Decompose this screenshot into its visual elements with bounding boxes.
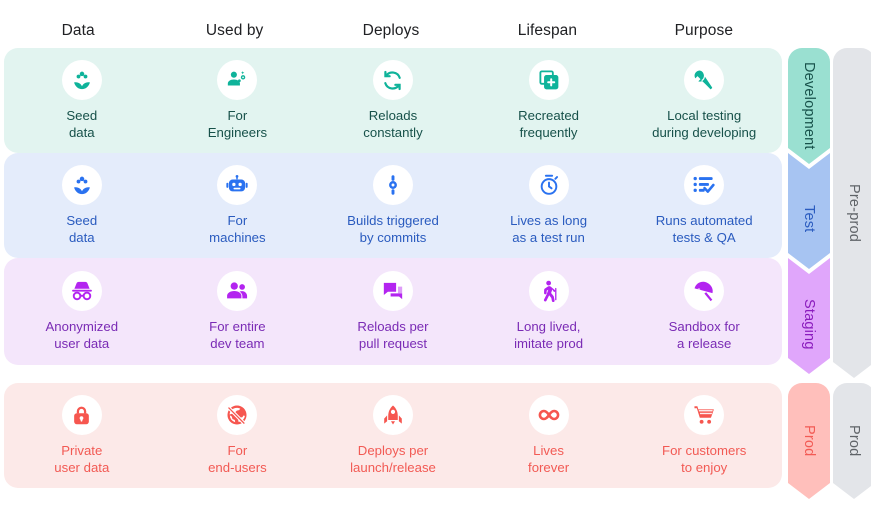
cell-prod-purpose[interactable]: For customers to enjoy [626, 395, 782, 476]
cell-label: For Engineers [207, 108, 268, 140]
cell-test-lifespan[interactable]: Lives as long as a test run [471, 165, 627, 246]
flower-seed-icon [61, 165, 102, 205]
stage-lane-shape [788, 383, 830, 499]
stage-lane-prod[interactable]: Prod [788, 383, 830, 499]
group-lane-shape [833, 48, 871, 378]
infinity-icon [528, 395, 569, 435]
cell-staging-lifespan[interactable]: Long lived, imitate prod [471, 271, 627, 352]
cell-label: Anonymized user data [45, 319, 119, 351]
stage-row-staging: Anonymized user data For entire dev team R… [4, 258, 782, 365]
cell-test-deploys[interactable]: Builds triggered by commits [315, 165, 471, 246]
stage-lane-label: Test [801, 205, 817, 233]
chat-bubbles-icon [372, 271, 413, 311]
incognito-icon [61, 271, 102, 311]
cell-label: Lives as long as a test run [510, 213, 588, 245]
cell-label: For end-users [208, 443, 267, 475]
cell-label: Deploys per launch/release [350, 443, 436, 475]
checklist-check-icon [684, 165, 725, 205]
group-lane-label: Pre-prod [846, 183, 862, 242]
lock-icon [61, 395, 102, 435]
cell-label: Reloads constantly [363, 108, 423, 140]
cell-prod-lifespan[interactable]: Lives forever [471, 395, 627, 476]
rocket-icon [372, 395, 413, 435]
people-group-icon [217, 271, 258, 311]
cell-test-purpose[interactable]: Runs automated tests & QA [626, 165, 782, 246]
cell-prod-used_by[interactable]: For end-users [160, 395, 316, 476]
cell-label: Lives forever [528, 443, 570, 475]
group-lane-prod-group[interactable]: Prod [833, 383, 871, 499]
cell-development-lifespan[interactable]: Recreated frequently [471, 60, 627, 141]
beach-umbrella-icon [684, 271, 725, 311]
cell-label: For customers to enjoy [662, 443, 747, 475]
cell-label: For entire dev team [209, 319, 266, 351]
commit-node-icon [372, 165, 413, 205]
stage-row-development: Seed data For Engineers Reloads constantly… [4, 48, 782, 153]
stage-row-prod: Private user data For end-users Deploys pe… [4, 383, 782, 488]
stage-lane-test[interactable]: Test [788, 153, 830, 269]
cell-staging-used_by[interactable]: For entire dev team [160, 271, 316, 352]
engineer-gear-icon [217, 60, 258, 100]
stage-row-test: Seed data For machines Builds triggered by… [4, 153, 782, 258]
cell-label: For machines [209, 213, 266, 245]
cell-label: Long lived, imitate prod [514, 319, 584, 351]
cell-development-data[interactable]: Seed data [4, 60, 160, 141]
column-header-row: Data Used by Deploys Lifespan Purpose [0, 14, 782, 48]
refresh-loop-icon [372, 60, 413, 100]
flower-seed-icon [61, 60, 102, 100]
stage-lane-development[interactable]: Development [788, 48, 830, 164]
cell-test-data[interactable]: Seed data [4, 165, 160, 246]
wrench-icon [684, 60, 725, 100]
cell-test-used_by[interactable]: For machines [160, 165, 316, 246]
cell-development-purpose[interactable]: Local testing during developing [626, 60, 782, 141]
stage-lane-label: Development [801, 62, 817, 150]
stopwatch-icon [528, 165, 569, 205]
column-header-purpose: Purpose [674, 22, 734, 39]
cell-label: Seed data [66, 108, 98, 140]
cell-label: Private user data [54, 443, 110, 475]
group-lane-shape [833, 383, 871, 499]
cell-staging-data[interactable]: Anonymized user data [4, 271, 160, 352]
column-header-lifespan: Lifespan [517, 22, 578, 39]
column-header-data: Data [61, 22, 95, 39]
globe-slash-icon [217, 395, 258, 435]
stage-lane-shape [788, 153, 830, 269]
robot-icon [217, 165, 258, 205]
cell-label: Sandbox for a release [668, 319, 740, 351]
cell-label: Runs automated tests & QA [655, 213, 753, 245]
group-lane-pre-prod[interactable]: Pre-prod [833, 48, 871, 378]
column-header-deploys: Deploys [362, 22, 420, 39]
cell-prod-data[interactable]: Private user data [4, 395, 160, 476]
cell-label: Seed data [66, 213, 98, 245]
cell-label: Local testing during developing [652, 108, 757, 140]
walking-cane-icon [528, 271, 569, 311]
stage-lane-label: Prod [801, 425, 817, 457]
shopping-cart-icon [684, 395, 725, 435]
cell-label: Reloads per pull request [357, 319, 429, 351]
add-copy-icon [528, 60, 569, 100]
stage-lane-shape [788, 258, 830, 374]
cell-label: Builds triggered by commits [347, 213, 439, 245]
cell-development-deploys[interactable]: Reloads constantly [315, 60, 471, 141]
stage-lane-label: Staging [801, 298, 817, 350]
stage-lane-staging[interactable]: Staging [788, 258, 830, 374]
cell-staging-deploys[interactable]: Reloads per pull request [315, 271, 471, 352]
cell-staging-purpose[interactable]: Sandbox for a release [626, 271, 782, 352]
cell-prod-deploys[interactable]: Deploys per launch/release [315, 395, 471, 476]
stage-lane-shape [788, 48, 830, 164]
group-lane-label: Prod [846, 425, 862, 457]
cell-label: Recreated frequently [518, 108, 579, 140]
cell-development-used_by[interactable]: For Engineers [160, 60, 316, 141]
column-header-used-by: Used by [205, 22, 264, 39]
